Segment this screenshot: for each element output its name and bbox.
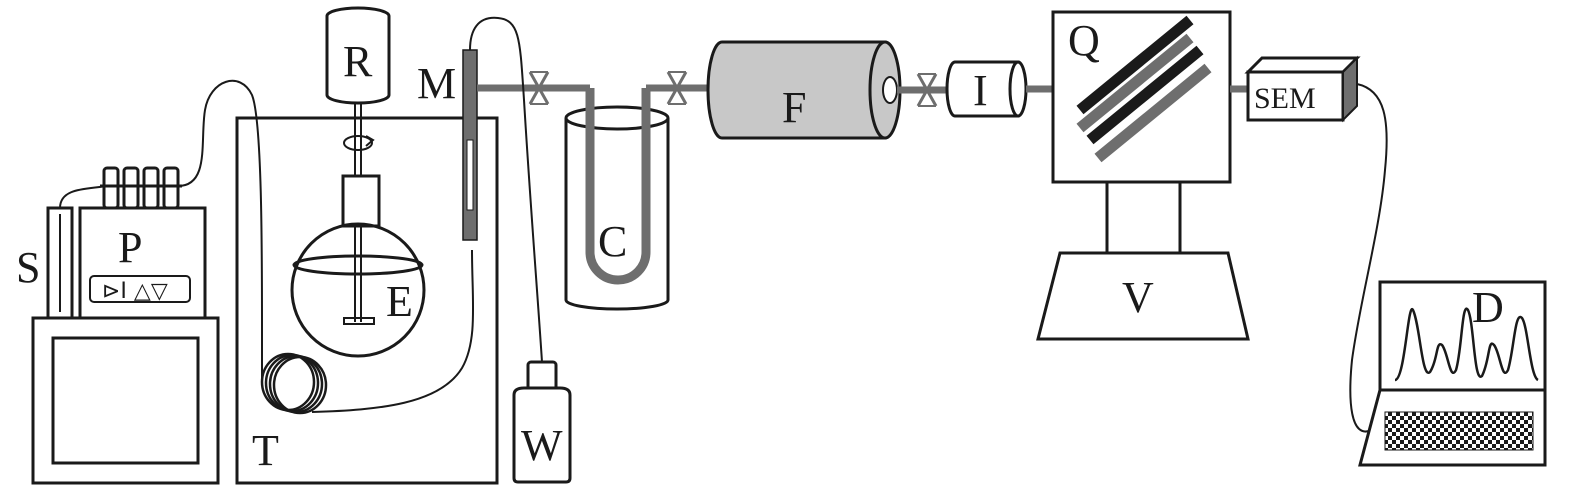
label-D: D — [1472, 283, 1504, 332]
label-W: W — [521, 421, 563, 470]
furnace — [706, 40, 902, 140]
label-SEM: SEM — [1254, 82, 1316, 115]
label-Q: Q — [1068, 16, 1100, 65]
label-V: V — [1122, 273, 1154, 322]
quadrupole — [1051, 10, 1250, 184]
membrane-inlet — [462, 49, 545, 241]
label-M: M — [417, 59, 456, 108]
waste-tubing — [469, 16, 543, 363]
detector-cable — [1349, 83, 1388, 433]
vacuum-pump — [1036, 182, 1250, 341]
label-R: R — [343, 37, 373, 86]
label-T: T — [252, 426, 279, 475]
water-bath — [235, 116, 499, 485]
cold-trap — [564, 88, 670, 311]
syringe — [46, 184, 111, 320]
controller-stand — [31, 316, 220, 485]
label-F: F — [782, 83, 806, 132]
data-computer — [1358, 280, 1547, 467]
label-S: S — [16, 243, 40, 292]
pump-controls-glyphs: ⊳I △▽ — [102, 279, 168, 304]
pump-outlet-tubing — [177, 79, 263, 380]
label-E: E — [386, 277, 413, 326]
coil-to-membrane-tubing — [311, 249, 475, 413]
gas-line-3 — [897, 73, 950, 107]
waste-bottle — [512, 360, 572, 484]
gas-line-2 — [646, 71, 710, 105]
sem-detector — [1244, 55, 1361, 123]
reaction-flask — [290, 174, 426, 358]
ion-source — [945, 60, 1052, 118]
reaction-coil — [260, 352, 328, 415]
pump — [78, 166, 207, 320]
gas-line-1 — [528, 71, 590, 105]
label-I: I — [973, 66, 988, 115]
label-C: C — [598, 217, 627, 266]
label-P: P — [118, 223, 142, 272]
